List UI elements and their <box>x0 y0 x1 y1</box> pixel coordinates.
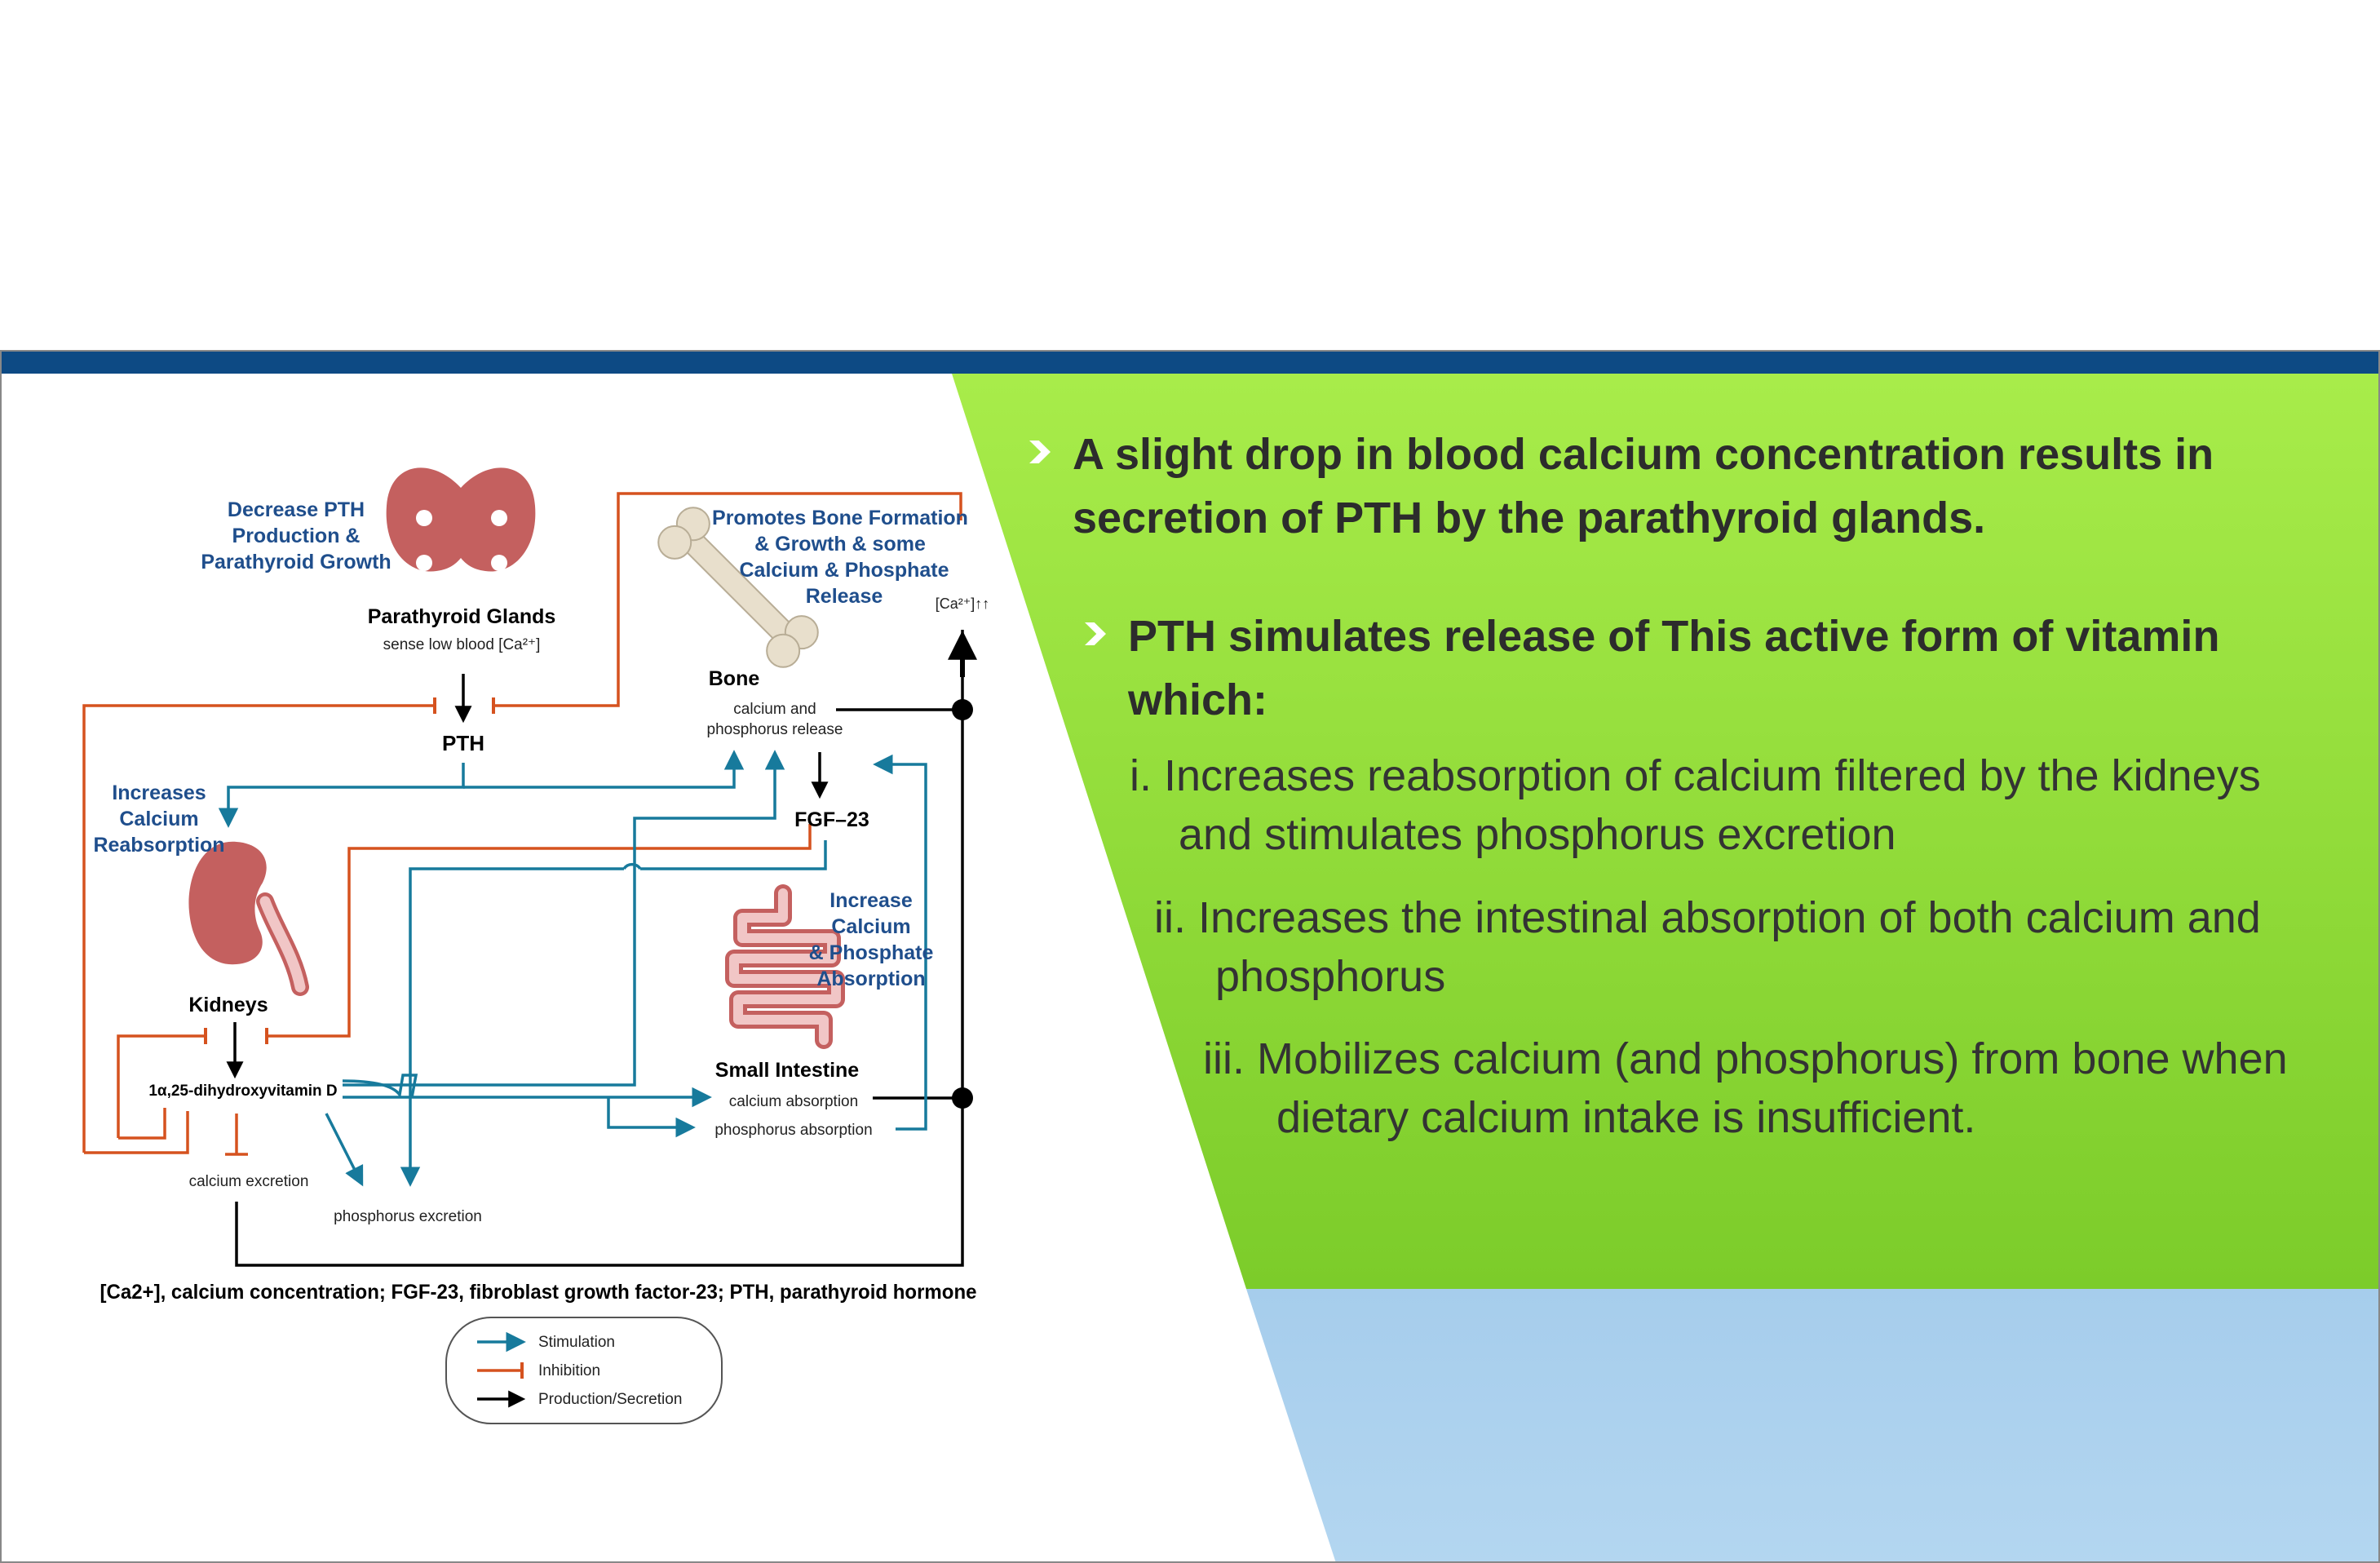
kidneys-label: Kidneys <box>188 994 268 1016</box>
junction-dot-bone <box>952 699 973 720</box>
sub-item-2-text: Increases the intestinal absorption of b… <box>1198 893 2261 1001</box>
sub-item-3-text: Mobilizes calcium (and phosphorus) from … <box>1257 1034 2288 1142</box>
sub-item-3-number: iii. <box>1203 1034 1245 1083</box>
increases-reabsorption-label-1: Increases <box>112 782 206 804</box>
fgf23-label: FGF–23 <box>794 808 869 831</box>
sub-item-1-text: Increases reabsorption of calcium filter… <box>1164 751 2261 859</box>
bone-label: Bone <box>709 667 760 690</box>
bone-icon <box>657 507 819 668</box>
intestine-icon <box>725 884 845 1049</box>
bone-sub-label-1: calcium and <box>733 701 816 718</box>
calcium-absorption-label: calcium absorption <box>729 1093 858 1110</box>
promotes-bone-label-2: & Growth & some <box>754 533 926 556</box>
bone-sub-label-2: phosphorus release <box>707 721 843 738</box>
promotes-bone-label-4: Release <box>806 585 883 608</box>
small-intestine-label: Small Intestine <box>715 1059 860 1082</box>
diagram-legend: Stimulation Inhibition Production/Secret… <box>445 1317 723 1424</box>
increase-absorption-label-3: & Phosphate <box>809 941 934 964</box>
legend-production: Production/Secretion <box>538 1391 682 1408</box>
promotes-bone-label-3: Calcium & Phosphate <box>740 559 949 582</box>
phosphorus-absorption-label: phosphorus absorption <box>714 1122 872 1139</box>
legend-stimulation: Stimulation <box>538 1334 615 1351</box>
vitamin-d-label: 1α,25-dihydroxyvitamin D <box>148 1083 337 1100</box>
decrease-pth-label-1: Decrease PTH <box>228 498 365 521</box>
decrease-pth-label-3: Parathyroid Growth <box>201 551 391 573</box>
decrease-pth-label-2: Production & <box>232 525 361 547</box>
parathyroid-sub-label: sense low blood [Ca²⁺] <box>383 636 541 653</box>
calcium-excretion-label: calcium excretion <box>189 1173 309 1190</box>
sub-item-1-number: i. <box>1130 751 1152 800</box>
sub-item-2-number: ii. <box>1154 893 1186 942</box>
calcium-rise-label: [Ca²⁺]↑↑ <box>936 596 990 612</box>
increases-reabsorption-label-3: Reabsorption <box>93 834 224 857</box>
slide-border <box>0 350 2380 1563</box>
blue-panel <box>1246 1289 2380 1563</box>
bullet-1: A slight drop in blood calcium concentra… <box>1073 430 2214 542</box>
parathyroid-glands-icon <box>386 467 536 572</box>
increases-reabsorption-label-2: Calcium <box>119 808 198 830</box>
sub-item-2: ii. Increases the intestinal absorption … <box>1154 888 2316 1006</box>
promotes-bone-label-1: Promotes Bone Formation <box>712 507 968 529</box>
bullet-2: PTH simulates release of This active for… <box>1128 612 2220 724</box>
calcium-regulation-diagram: Decrease PTH Production & Parathyroid Gr… <box>82 467 990 1424</box>
increase-absorption-label-4: Absorption <box>816 967 925 990</box>
top-bar <box>0 351 2380 374</box>
increase-absorption-label-2: Calcium <box>831 915 910 938</box>
junction-dot-intestine <box>952 1087 973 1109</box>
parathyroid-glands-label: Parathyroid Glands <box>368 605 556 628</box>
increase-absorption-label-1: Increase <box>829 889 913 912</box>
pth-label: PTH <box>442 731 484 755</box>
inhibition-lines <box>82 492 962 1156</box>
phosphorus-excretion-label: phosphorus excretion <box>334 1208 482 1225</box>
production-lines <box>226 630 977 1267</box>
diagram-caption: [Ca2+], calcium concentration; FGF-23, f… <box>100 1281 977 1304</box>
green-panel <box>952 374 2380 1289</box>
sub-item-1: i. Increases reabsorption of calcium fil… <box>1130 746 2263 864</box>
legend-inhibition: Inhibition <box>538 1362 600 1379</box>
stimulation-lines <box>218 750 927 1187</box>
kidney-icon <box>188 841 309 996</box>
sub-item-3: iii. Mobilizes calcium (and phosphorus) … <box>1203 1029 2353 1147</box>
